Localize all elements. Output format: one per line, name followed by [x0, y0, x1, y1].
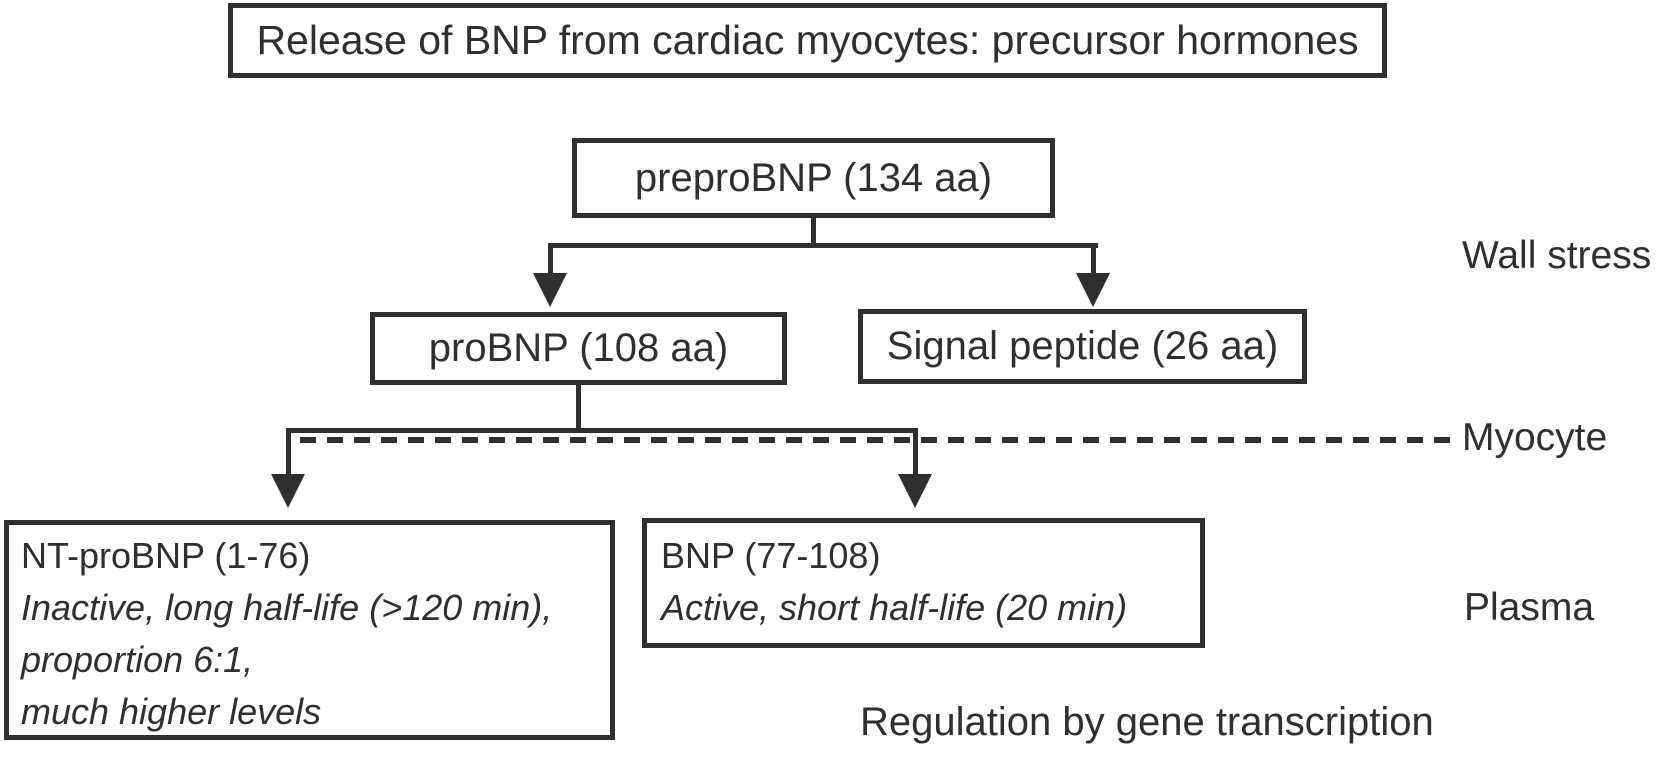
node-signal-peptide: Signal peptide (26 aa)	[858, 309, 1307, 384]
connector-drop-to-signal	[1091, 243, 1096, 276]
node-probnp: proBNP (108 aa)	[370, 312, 787, 385]
node-bnp-title: BNP (77-108)	[661, 535, 881, 576]
node-nt-probnp-line1: Inactive, long half-life (>120 min),	[21, 587, 553, 628]
down-arrowhead-ntprobnp-icon	[271, 474, 305, 508]
node-nt-probnp-title: NT-proBNP (1-76)	[21, 535, 311, 576]
connector-bottom-branch	[286, 428, 918, 433]
node-nt-probnp-line2: proportion 6:1,	[21, 639, 254, 680]
down-arrowhead-signal-icon	[1076, 273, 1110, 307]
node-preprobnp: preproBNP (134 aa)	[572, 138, 1055, 218]
title-text: Release of BNP from cardiac myocytes: pr…	[256, 17, 1359, 63]
label-plasma: Plasma	[1464, 586, 1595, 629]
myocyte-boundary-dashed-line	[300, 437, 1450, 443]
connector-top-branch	[548, 243, 1098, 248]
node-nt-probnp-line3: much higher levels	[21, 691, 322, 732]
label-myocyte: Myocyte	[1462, 416, 1608, 459]
node-bnp-line1: Active, short half-life (20 min)	[661, 587, 1128, 628]
connector-preprobnp-stem	[811, 215, 816, 247]
down-arrowhead-probnp-icon	[533, 273, 567, 307]
label-regulation: Regulation by gene transcription	[860, 700, 1434, 744]
connector-probnp-stem	[576, 383, 581, 433]
connector-drop-to-probnp	[548, 243, 553, 276]
node-signal-peptide-label: Signal peptide (26 aa)	[886, 324, 1279, 368]
node-bnp: BNP (77-108) Active, short half-life (20…	[642, 518, 1205, 648]
node-nt-probnp: NT-proBNP (1-76) Inactive, long half-lif…	[4, 520, 615, 740]
node-preprobnp-label: preproBNP (134 aa)	[634, 155, 993, 200]
node-probnp-label: proBNP (108 aa)	[428, 326, 729, 370]
label-wall-stress: Wall stress	[1462, 234, 1652, 277]
title-box: Release of BNP from cardiac myocytes: pr…	[228, 3, 1387, 78]
connector-drop-to-ntprobnp	[286, 428, 291, 476]
connector-drop-to-bnp	[913, 428, 918, 476]
down-arrowhead-bnp-icon	[898, 474, 932, 508]
